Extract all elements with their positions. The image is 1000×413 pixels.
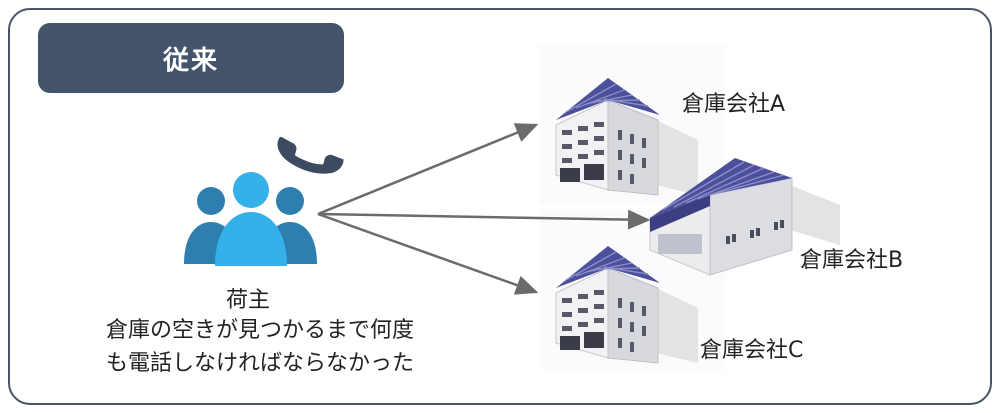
shipper-description: 倉庫の空きが見つかるまで何度 も電話しなければならなかった [30, 314, 490, 380]
arrow-to-c [317, 212, 539, 295]
warehouse-b-label: 倉庫会社B [800, 248, 904, 273]
warehouse-c-label: 倉庫会社C [700, 338, 804, 363]
arrow-to-a [317, 123, 539, 216]
phone-icon [277, 136, 344, 174]
shipper-label: 荷主 [226, 288, 271, 313]
description-line-2: も電話しなければならなかった [105, 351, 414, 376]
warehouse-factory-icon [649, 158, 840, 276]
title-text: 従来 [162, 45, 219, 76]
warehouse-building-icon [555, 78, 698, 196]
warehouse-a-label: 倉庫会社A [682, 92, 786, 117]
warehouse-building-icon [555, 246, 698, 364]
title-badge: 従来 [38, 23, 344, 93]
people-icon [184, 172, 317, 266]
description-line-1: 倉庫の空きが見つかるまで何度 [105, 318, 414, 343]
arrow-to-b [317, 209, 651, 230]
